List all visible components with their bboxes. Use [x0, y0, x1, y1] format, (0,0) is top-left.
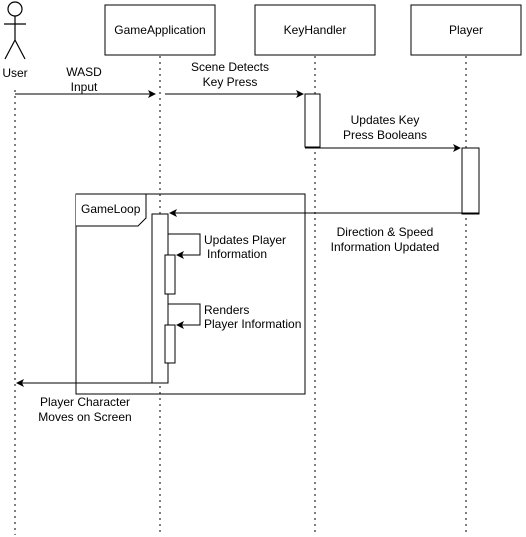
participant-label: Player [449, 23, 483, 37]
activation-update-nested [164, 254, 176, 295]
message-updates-key: Updates Key Press Booleans [305, 113, 461, 152]
message-label-line-2: Key Press [203, 75, 258, 89]
message-label-line-2: Information [207, 247, 267, 261]
message-label-line-2: Player Information [204, 317, 301, 331]
activation-key-handler [304, 93, 321, 148]
gameloop-fragment: GameLoop [75, 193, 306, 395]
participant-player: Player [410, 4, 522, 56]
participant-label: KeyHandler [284, 23, 347, 37]
message-label-line-2: Press Booleans [343, 128, 427, 142]
message-wasd-input: WASD Input [15, 65, 156, 98]
message-player-moves: Player Character Moves on Screen [16, 379, 152, 424]
message-direction-speed: Direction & Speed Information Updated [169, 209, 479, 254]
message-updates-player: Updates Player Information [168, 233, 286, 261]
participant-label: GameApplication [114, 23, 205, 37]
fragment-label: GameLoop [81, 202, 141, 216]
activation-render-nested [164, 324, 176, 364]
message-label-line-2: Input [71, 80, 98, 94]
message-renders: Renders Player Information [168, 303, 301, 331]
user-actor: User [2, 1, 28, 80]
message-label-line-1: Renders [204, 303, 249, 317]
message-label-line-1: Updates Key [351, 113, 420, 127]
message-label-line-2: Information Updated [331, 240, 440, 254]
stick-figure-icon [4, 1, 26, 60]
message-label-line-1: WASD [66, 65, 102, 79]
message-label-line-2: Moves on Screen [38, 410, 131, 424]
message-label-line-1: Scene Detects [191, 60, 269, 74]
participant-key-handler: KeyHandler [254, 4, 376, 56]
message-label-line-1: Updates Player [204, 233, 286, 247]
participant-game-application: GameApplication [104, 4, 216, 56]
activation-game-application [151, 213, 169, 384]
message-label-line-1: Direction & Speed [337, 225, 434, 239]
message-scene-detects: Scene Detects Key Press [165, 60, 304, 98]
actor-label: User [2, 66, 27, 80]
activation-player [461, 147, 480, 215]
message-label-line-1: Player Character [40, 395, 130, 409]
